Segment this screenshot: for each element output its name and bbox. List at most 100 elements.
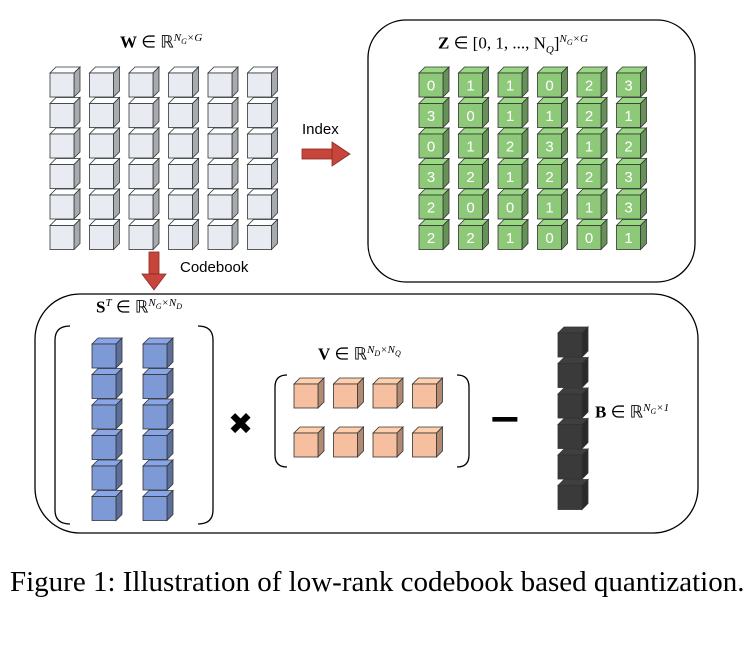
w-cube bbox=[128, 66, 160, 98]
v-cube bbox=[372, 426, 404, 458]
z-value: 1 bbox=[506, 108, 514, 125]
z-value: 1 bbox=[506, 78, 514, 95]
z-cube: 3 bbox=[536, 127, 569, 159]
w-cube bbox=[246, 157, 279, 190]
v-cube bbox=[293, 377, 325, 409]
s-cube bbox=[142, 367, 174, 400]
w-cube bbox=[167, 66, 200, 98]
s-cube bbox=[91, 459, 123, 491]
z-value: 2 bbox=[427, 200, 435, 217]
s-cube bbox=[91, 428, 123, 461]
w-cube bbox=[207, 157, 239, 190]
w-cube bbox=[167, 96, 200, 129]
index-arrow-label: Index bbox=[302, 121, 339, 138]
w-cube bbox=[49, 127, 81, 159]
z-cube: 1 bbox=[576, 127, 608, 159]
v-cube bbox=[411, 377, 444, 409]
w-cube bbox=[207, 218, 239, 251]
v-cube bbox=[332, 377, 365, 409]
w-cube bbox=[49, 188, 81, 220]
b-cube bbox=[557, 356, 589, 389]
w-cube bbox=[128, 157, 160, 190]
v-left-bracket bbox=[274, 374, 288, 468]
z-cube: 1 bbox=[457, 127, 490, 159]
z-cube: 1 bbox=[497, 66, 529, 98]
b-cube bbox=[557, 417, 589, 450]
w-cube bbox=[167, 218, 200, 251]
z-value: 1 bbox=[506, 169, 514, 186]
z-value: 0 bbox=[466, 108, 474, 125]
w-cube bbox=[128, 218, 160, 251]
s-cube bbox=[142, 398, 174, 430]
z-value: 3 bbox=[545, 139, 553, 156]
s-cube bbox=[142, 428, 174, 461]
z-value: 2 bbox=[624, 139, 632, 156]
s-cube bbox=[142, 459, 174, 491]
b-cube bbox=[557, 478, 589, 511]
s-cube bbox=[142, 489, 174, 522]
z-value: 0 bbox=[427, 78, 435, 95]
z-container-box bbox=[367, 19, 696, 283]
codebook-arrow-label: Codebook bbox=[180, 259, 249, 276]
w-cube bbox=[88, 66, 121, 98]
z-value: 3 bbox=[427, 108, 435, 125]
codebook-arrow bbox=[141, 251, 167, 291]
w-cube bbox=[88, 218, 121, 251]
z-cube: 0 bbox=[536, 218, 569, 251]
z-value: 2 bbox=[545, 169, 553, 186]
z-cube: 2 bbox=[497, 127, 529, 159]
z-cube: 1 bbox=[497, 96, 529, 129]
z-cube: 3 bbox=[615, 157, 648, 190]
w-cube bbox=[49, 66, 81, 98]
z-cube: 2 bbox=[457, 218, 490, 251]
s-cube bbox=[91, 398, 123, 430]
z-value: 1 bbox=[466, 78, 474, 95]
w-cube bbox=[88, 96, 121, 129]
z-value: 3 bbox=[427, 169, 435, 186]
z-value: 2 bbox=[585, 78, 593, 95]
z-cube: 2 bbox=[536, 157, 569, 190]
w-cube bbox=[246, 218, 279, 251]
z-cube: 1 bbox=[615, 218, 648, 251]
z-cube: 0 bbox=[536, 66, 569, 98]
w-cube bbox=[49, 157, 81, 190]
s-right-bracket bbox=[197, 325, 214, 525]
z-value: 3 bbox=[624, 169, 632, 186]
index-arrow bbox=[301, 141, 351, 167]
w-cube bbox=[128, 127, 160, 159]
multiply-operator: ✖ bbox=[228, 407, 253, 442]
w-cube bbox=[207, 66, 239, 98]
z-cube: 2 bbox=[576, 96, 608, 129]
b-cube bbox=[557, 448, 589, 480]
codebook-container-box bbox=[34, 293, 699, 534]
z-cube: 2 bbox=[457, 157, 490, 190]
w-cube bbox=[246, 66, 279, 98]
z-matrix-label: Z ∈ [0, 1, ..., NQ]NG×G bbox=[438, 33, 588, 57]
z-cube: 0 bbox=[576, 218, 608, 251]
figure-caption: Figure 1: Illustration of low-rank codeb… bbox=[10, 566, 745, 598]
z-cube: 2 bbox=[576, 66, 608, 98]
z-value: 1 bbox=[624, 230, 632, 247]
z-cube: 1 bbox=[497, 218, 529, 251]
z-cube: 1 bbox=[457, 66, 490, 98]
z-cube: 2 bbox=[418, 218, 450, 251]
b-matrix-label: B ∈ ℝNG×1 bbox=[595, 402, 670, 422]
z-value: 0 bbox=[545, 78, 553, 95]
minus-operator: − bbox=[488, 396, 522, 442]
z-cube: 0 bbox=[418, 127, 450, 159]
w-cube bbox=[128, 96, 160, 129]
s-cube bbox=[91, 367, 123, 400]
z-cube: 3 bbox=[615, 66, 648, 98]
z-value: 0 bbox=[427, 139, 435, 156]
z-value: 0 bbox=[466, 200, 474, 217]
w-cube bbox=[49, 218, 81, 251]
w-cube bbox=[128, 188, 160, 220]
w-cube bbox=[167, 127, 200, 159]
z-value: 3 bbox=[624, 78, 632, 95]
w-cube bbox=[246, 127, 279, 159]
z-value: 1 bbox=[506, 230, 514, 247]
s-cube bbox=[142, 337, 174, 369]
z-value: 2 bbox=[506, 139, 514, 156]
z-cube: 1 bbox=[497, 157, 529, 190]
